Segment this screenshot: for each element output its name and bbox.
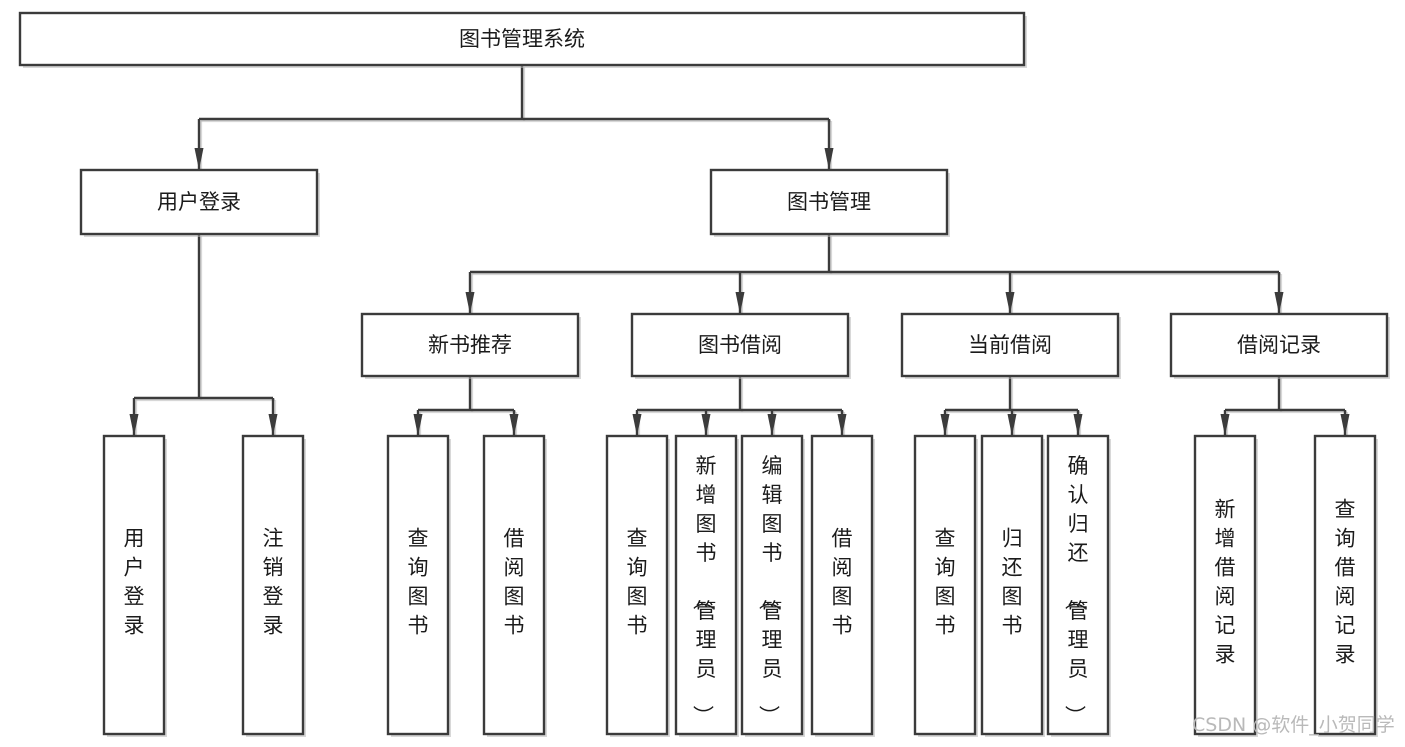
arrow-head-icon [1220, 414, 1230, 436]
arrow-head-icon [1340, 414, 1350, 436]
node-label: 查询图书 [408, 527, 429, 638]
node-l3-新书推荐[interactable]: 新书推荐 [360, 312, 581, 379]
connector-layer [129, 65, 1350, 438]
node-leaf-新增借阅记录[interactable]: 新增借阅记录 [1193, 434, 1258, 737]
arrow-head-icon [1274, 292, 1284, 314]
node-label: 当前借阅 [968, 333, 1052, 357]
node-label: 查询图书 [627, 527, 648, 638]
arrow-head-icon [1005, 292, 1015, 314]
arrow-head-icon [837, 414, 847, 436]
node-label: 用户登录 [124, 527, 145, 638]
node-l2-图书管理[interactable]: 图书管理 [709, 168, 950, 237]
node-label: 归还图书 [1002, 527, 1023, 638]
node-label: 图书管理 [787, 190, 871, 214]
arrow-head-icon [465, 292, 475, 314]
node-label: 用户登录 [157, 190, 241, 214]
arrow-head-icon [268, 414, 278, 436]
arrow-head-icon [767, 414, 777, 436]
node-label: 确认归还（管理员） [1063, 454, 1089, 726]
node-leaf-查询借阅记录[interactable]: 查询借阅记录 [1313, 434, 1378, 737]
node-l3-当前借阅[interactable]: 当前借阅 [900, 312, 1121, 379]
node-label: 借阅记录 [1237, 333, 1321, 357]
node-leaf-归还图书[interactable]: 归还图书 [980, 434, 1045, 737]
arrow-head-icon [413, 414, 423, 436]
node-leaf-用户登录[interactable]: 用户登录 [102, 434, 167, 737]
node-leaf-借阅图书[interactable]: 借阅图书 [810, 434, 875, 737]
node-label: 借阅图书 [504, 527, 525, 638]
node-label: 查询借阅记录 [1335, 498, 1356, 667]
arrow-head-icon [129, 414, 139, 436]
node-leaf-借阅图书[interactable]: 借阅图书 [482, 434, 547, 737]
arrow-head-icon [824, 148, 834, 170]
node-leaf-查询图书[interactable]: 查询图书 [913, 434, 978, 737]
node-label: 图书借阅 [698, 333, 782, 357]
node-leaf-注销登录[interactable]: 注销登录 [241, 434, 306, 737]
arrow-head-icon [940, 414, 950, 436]
node-label: 借阅图书 [832, 527, 853, 638]
node-l3-借阅记录[interactable]: 借阅记录 [1169, 312, 1390, 379]
arrow-head-icon [1007, 414, 1017, 436]
node-leaf-编辑图书管理员[interactable]: 编辑图书（管理员） [740, 434, 805, 737]
node-label: 新书推荐 [428, 333, 512, 357]
node-label: 图书管理系统 [459, 27, 585, 51]
node-label: 编辑图书（管理员） [757, 454, 783, 726]
node-label: 新增借阅记录 [1215, 498, 1236, 667]
node-l2-用户登录[interactable]: 用户登录 [79, 168, 320, 237]
arrow-head-icon [1073, 414, 1083, 436]
arrow-head-icon [735, 292, 745, 314]
arrow-head-icon [632, 414, 642, 436]
node-label: 注销登录 [263, 527, 284, 638]
node-leaf-确认归还管理员[interactable]: 确认归还（管理员） [1046, 434, 1111, 737]
node-leaf-查询图书[interactable]: 查询图书 [605, 434, 670, 737]
arrow-head-icon [701, 414, 711, 436]
node-label: 查询图书 [935, 527, 956, 638]
node-leaf-新增图书管理员[interactable]: 新增图书（管理员） [674, 434, 739, 737]
arrow-head-icon [509, 414, 519, 436]
arrow-head-icon [194, 148, 204, 170]
node-l3-图书借阅[interactable]: 图书借阅 [630, 312, 851, 379]
node-root-图书管理系统[interactable]: 图书管理系统 [18, 11, 1027, 68]
node-leaf-查询图书[interactable]: 查询图书 [386, 434, 451, 737]
node-label: 新增图书（管理员） [691, 454, 717, 726]
csdn-watermark: CSDN @软件_小贺同学 [1192, 714, 1395, 736]
node-layer: 图书管理系统用户登录图书管理新书推荐图书借阅当前借阅借阅记录用户登录注销登录查询… [18, 11, 1390, 737]
